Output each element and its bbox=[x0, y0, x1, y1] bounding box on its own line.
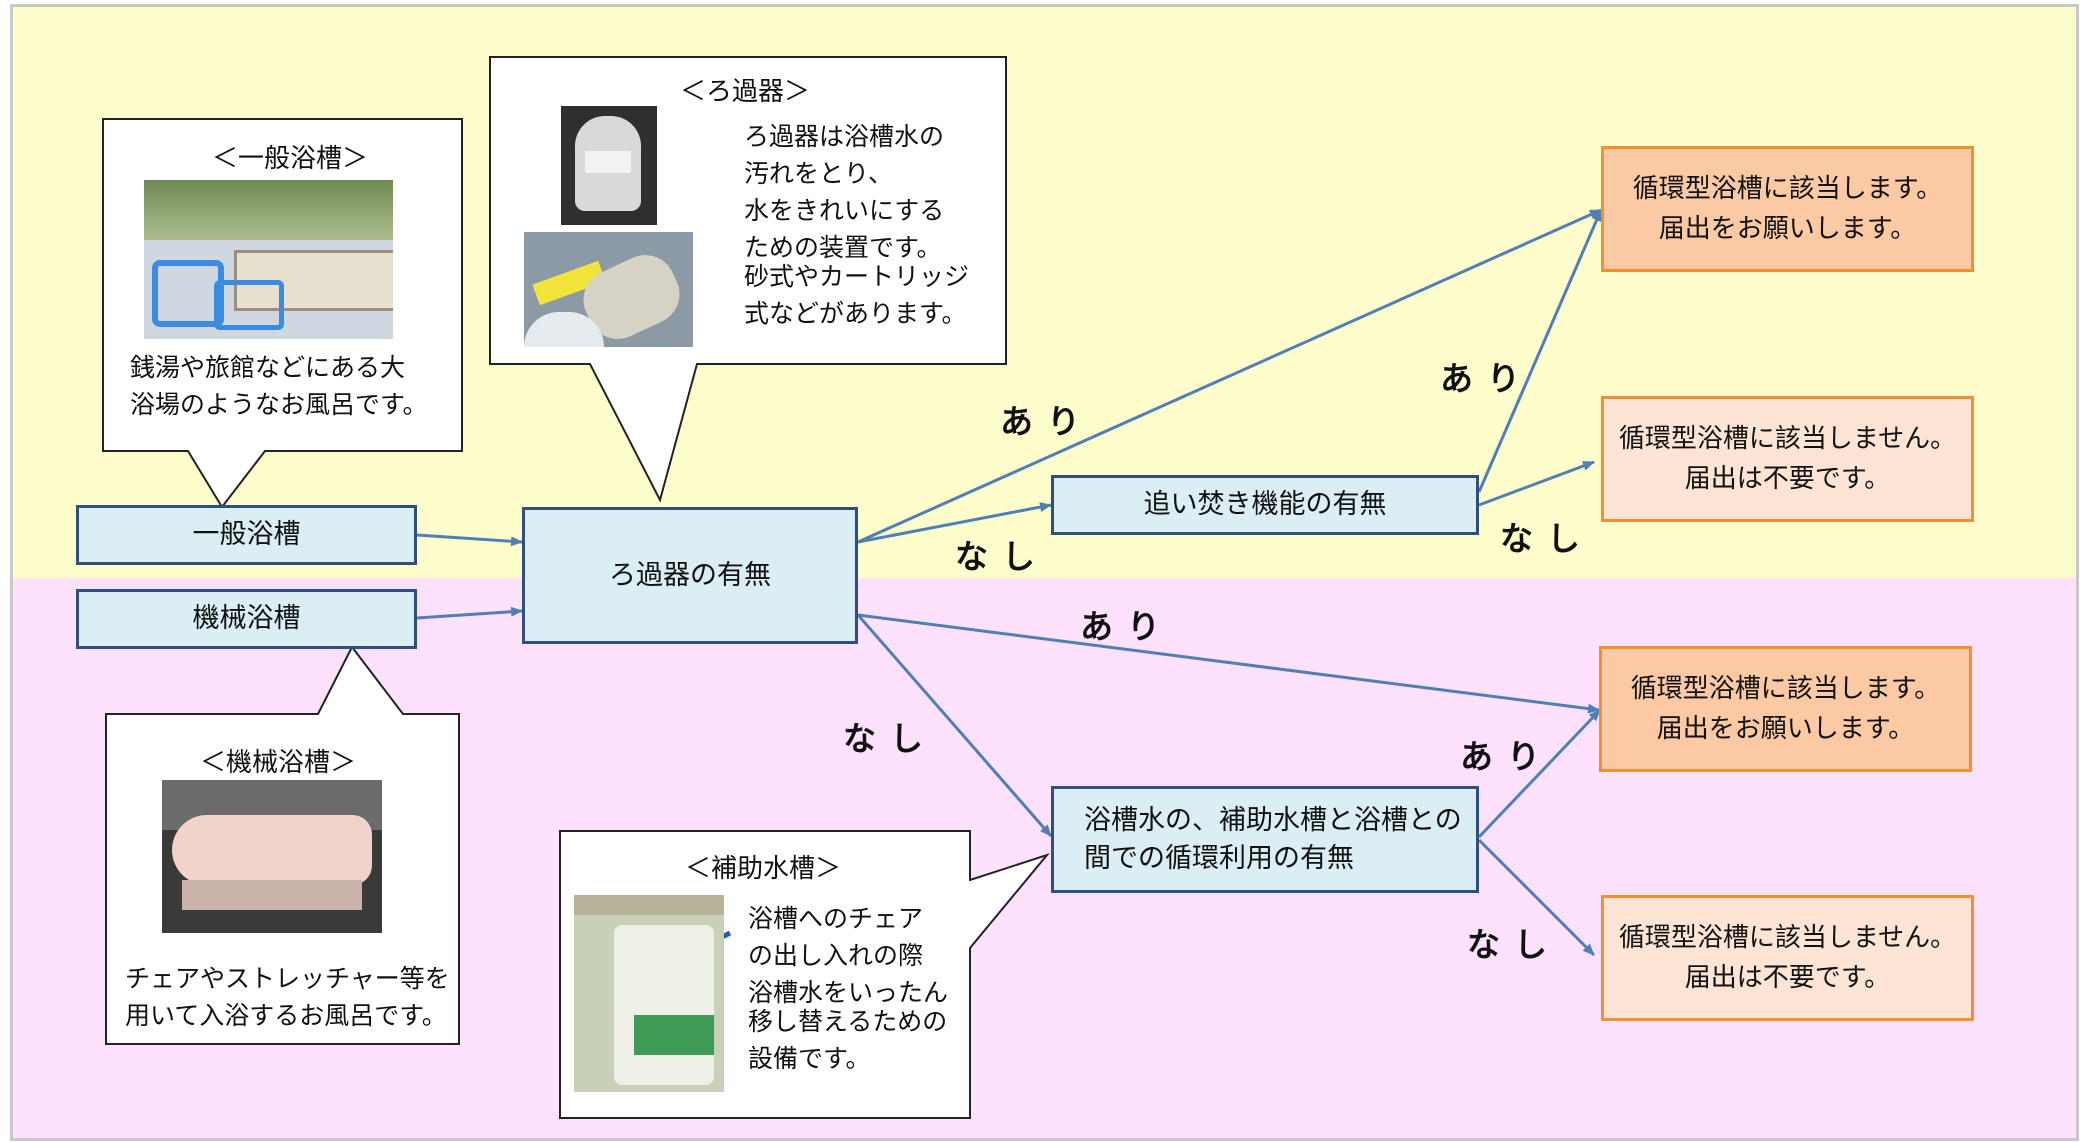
general-bath-photo bbox=[144, 180, 393, 339]
callout-filter-line: ろ過器は浴槽水の bbox=[744, 122, 945, 151]
result-line-1: 循環型浴槽に該当しません。 bbox=[1618, 923, 1957, 953]
callout-filter-line: 砂式やカートリッジ bbox=[744, 262, 970, 291]
result-line-1: 循環型浴槽に該当しません。 bbox=[1618, 424, 1957, 454]
edge-label-no: なし bbox=[1467, 925, 1561, 964]
edge-label-yes: あり bbox=[1440, 359, 1534, 398]
node-general-bath: 一般浴槽 bbox=[76, 505, 417, 565]
arrow-aux-no-to-result bbox=[1477, 838, 1596, 957]
edge-label-no: なし bbox=[955, 537, 1049, 576]
result-applies-2: 循環型浴槽に該当します。 届出をお願いします。 bbox=[1599, 646, 1972, 772]
callout-aux-tank-line: の出し入れの際 bbox=[748, 941, 924, 970]
filter-device-photo bbox=[561, 106, 657, 225]
node-aux-tank-check: 浴槽水の、補助水槽と浴槽との間での循環利用の有無 bbox=[1051, 786, 1479, 893]
callout-aux-tank-line: 浴槽へのチェア bbox=[748, 904, 924, 933]
arrow-reheat-no-to-result bbox=[1478, 460, 1595, 507]
result-line-1: 循環型浴槽に該当します。 bbox=[1630, 674, 1941, 704]
callout-aux-tank-line: 移し替えるための bbox=[748, 1007, 948, 1036]
callout-filter-line: 水をきれいにする bbox=[744, 196, 945, 225]
arrow-general-to-filter bbox=[416, 533, 523, 547]
callout-aux-tank-line: 設備です。 bbox=[748, 1044, 871, 1073]
node-mechanical-bath: 機械浴槽 bbox=[76, 589, 417, 649]
result-not-applies-2: 循環型浴槽に該当しません。 届出は不要です。 bbox=[1601, 895, 1974, 1021]
callout-aux-tank-line: 浴槽水をいったん bbox=[748, 978, 949, 1007]
callout-aux-tank-title: ＜補助水槽＞ bbox=[685, 854, 842, 884]
callout-mechanical-line: チェアやストレッチャー等を bbox=[125, 964, 450, 993]
result-line-1: 循環型浴槽に該当します。 bbox=[1632, 174, 1943, 204]
callout-filter-title: ＜ろ過器＞ bbox=[680, 77, 811, 107]
callout-mechanical-line: 用いて入浴するお風呂です。 bbox=[125, 1001, 447, 1030]
arrow-aux-yes-to-result bbox=[1477, 708, 1602, 839]
arrow-filter-no-to-reheat bbox=[857, 502, 1052, 544]
result-not-applies-1: 循環型浴槽に該当しません。 届出は不要です。 bbox=[1601, 396, 1974, 522]
callout-general-title: ＜一般浴槽＞ bbox=[212, 144, 369, 174]
arrow-filter-no-to-aux bbox=[856, 614, 1053, 837]
result-line-2: 届出をお願いします。 bbox=[1656, 714, 1915, 744]
arrow-filter-yes-to-result bbox=[857, 208, 1602, 544]
arrow-filter-yes-to-result-2 bbox=[857, 613, 1600, 714]
aux-tank-photo bbox=[574, 895, 724, 1092]
result-line-2: 届出は不要です。 bbox=[1684, 464, 1891, 494]
node-filter-check: ろ過器の有無 bbox=[522, 507, 858, 644]
callout-general-line: 浴場のようなお風呂です。 bbox=[130, 390, 428, 419]
callout-mechanical-title: ＜機械浴槽＞ bbox=[200, 748, 357, 778]
callout-filter-line: ための装置です。 bbox=[744, 233, 942, 262]
edge-label-no: なし bbox=[1500, 519, 1594, 558]
result-line-2: 届出をお願いします。 bbox=[1658, 214, 1917, 244]
arrow-reheat-yes-to-result bbox=[1477, 209, 1603, 493]
edge-label-no: なし bbox=[843, 719, 937, 758]
edge-label-yes: あり bbox=[1460, 737, 1554, 776]
mechanical-bath-photo bbox=[162, 780, 382, 933]
callout-filter-line: 汚れをとり、 bbox=[744, 159, 894, 188]
node-reheat-check: 追い焚き機能の有無 bbox=[1051, 475, 1479, 535]
edge-label-yes: あり bbox=[1000, 402, 1094, 441]
edge-label-yes: あり bbox=[1080, 607, 1174, 646]
result-applies-1: 循環型浴槽に該当します。 届出をお願いします。 bbox=[1601, 146, 1974, 272]
filter-cartridge-photo bbox=[524, 232, 693, 347]
arrow-mechanical-to-filter bbox=[416, 606, 523, 620]
callout-filter-line: 式などがあります。 bbox=[744, 299, 967, 328]
callout-general-line: 銭湯や旅館などにある大 bbox=[130, 353, 406, 382]
result-line-2: 届出は不要です。 bbox=[1684, 963, 1891, 993]
